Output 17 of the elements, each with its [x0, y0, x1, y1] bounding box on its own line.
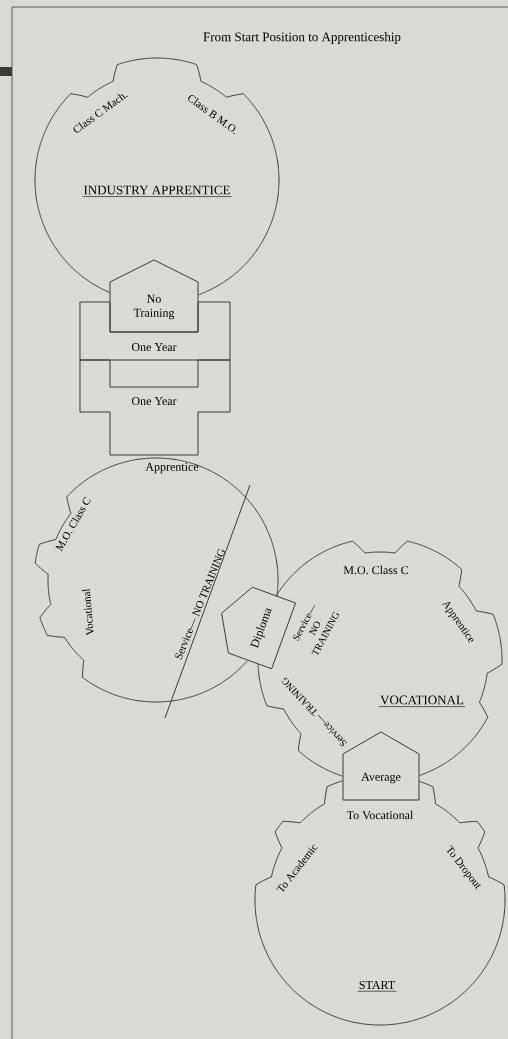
wheel-label: START	[357, 980, 397, 992]
title: From Start Position to Apprenticeship	[203, 32, 401, 44]
gear-wheel	[34, 57, 280, 296]
token-label: Average	[361, 772, 401, 784]
wheel-label: VOCATIONAL	[378, 695, 466, 707]
connector-box	[79, 301, 231, 361]
token-label: No Training	[133, 294, 175, 320]
gear-wheel	[34, 457, 279, 719]
wheel-label: Vocational	[82, 588, 94, 636]
token-label: One Year	[131, 342, 177, 352]
wheel-label: M.O. Class C	[343, 565, 408, 575]
token-label: One Year	[131, 396, 177, 406]
pentagon-token	[109, 259, 199, 333]
wheel-label: INDUSTRY APPRENTICE	[81, 185, 233, 197]
wheel-label: Apprentice	[145, 462, 199, 474]
wheel-label: To Vocational	[346, 810, 414, 820]
connector-box	[79, 359, 231, 456]
